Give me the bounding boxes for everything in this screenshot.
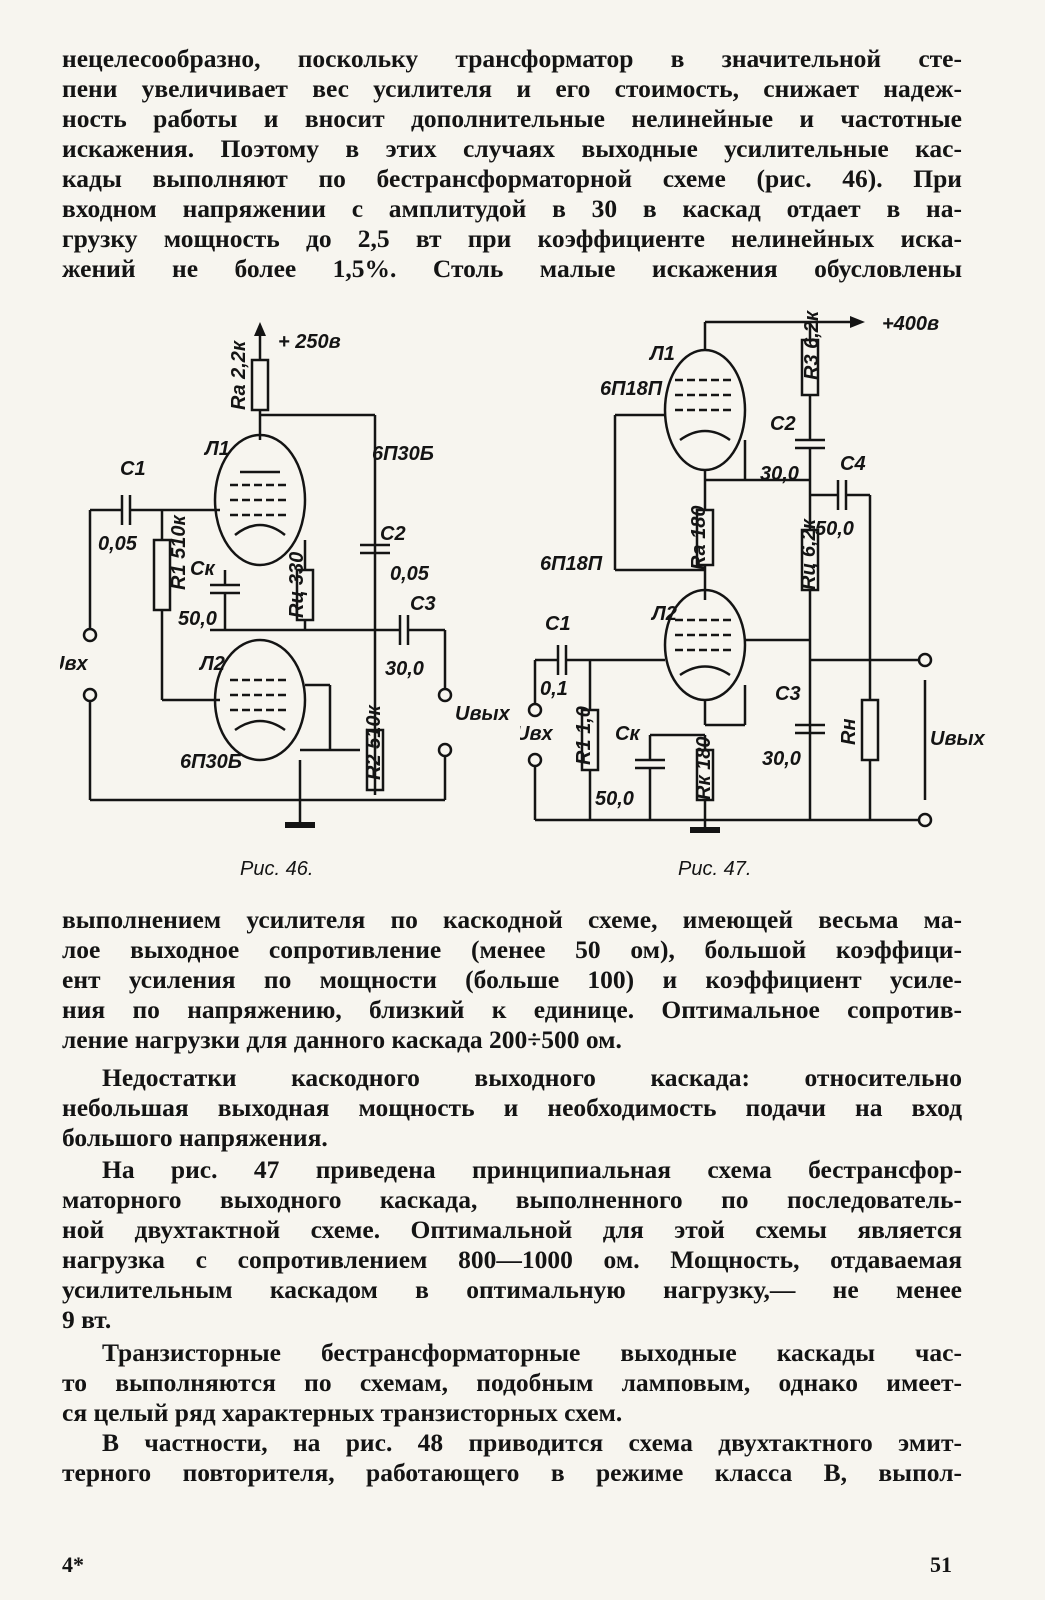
fig46-c1-label: C1 [120,458,146,480]
fig47-c2-val: 30,0 [760,463,799,485]
fig47-r1-label: R1 1,0 [573,706,595,765]
fig46-ra-label: Rа 2,2к [228,340,250,410]
fig46-l2-label: Л2 [198,653,225,675]
fig46-uin-label: Uвх [60,653,89,675]
text-line: маторного выходного каскада, выполненног… [62,1185,962,1214]
paragraph-6: В частности, на рис. 48 приводится схема… [62,1428,962,1488]
fig47-r3-label: R3 6,2к [801,310,823,380]
text-line: пени увеличивает вес усилителя и его сто… [62,74,962,103]
text-line: нагрузка с сопротивлением 800—1000 ом. М… [62,1245,962,1274]
text-line: выполнением усилителя по каскодной схеме… [62,905,962,934]
paragraph-1: нецелесообразно, поскольку трансформатор… [62,44,962,284]
text-line: искажения. Поэтому в этих случаях выходн… [62,134,962,163]
page-signature-mark: 4* [62,1552,84,1577]
text-line: грузку мощность до 2,5 вт при коэффициен… [62,224,962,253]
fig47-tube1-label: 6П18П [600,378,663,400]
fig46-r1-label: R1 510к [168,515,190,590]
fig46-tube2-label: 6П30Б [180,751,242,773]
fig46-c3-label: C3 [410,593,436,615]
fig46-l1-label: Л1 [203,438,230,460]
figure-47-schematic: +400в Л1 6П18П R3 6,2к C2 30,0 C4 50,0 R… [520,310,986,833]
text-line: терного повторителя, работающего в режим… [62,1458,962,1487]
fig46-c1-val: 0,05 [98,533,138,555]
figure-46-schematic: + 250в Rа 2,2к Л1 6П30Б C1 0,05 R1 510к … [60,322,510,828]
text-line: входном напряжении с амплитудой в 30 в к… [62,194,962,223]
fig46-uout-label: Uвых [455,703,510,725]
fig47-c1-val: 0,1 [540,678,568,700]
text-line: нецелесообразно, поскольку трансформатор… [62,44,962,73]
fig46-tube1-label: 6П30Б [372,443,434,465]
fig46-c2-label: C2 [380,523,406,545]
fig47-c3-val: 30,0 [762,748,801,770]
fig47-tube2-label: 6П18П [540,553,603,575]
fig47-ck-label: Cк [615,723,640,745]
paragraph-3: Недостатки каскодного выходного каскада:… [62,1063,962,1153]
fig47-l1-label: Л1 [648,343,675,365]
fig47-r4-label: Rц 6,2к [798,518,820,590]
text-line: усилительным каскадом в оптимальную нагр… [62,1275,962,1304]
page-number: 51 [930,1552,952,1577]
fig47-ra-label: Rа 180 [688,506,710,571]
fig47-uin-label: Uвх [520,723,554,745]
text-line: В частности, на рис. 48 приводится схема… [102,1428,962,1457]
fig47-c4-val: 50,0 [815,518,854,540]
text-line: ление нагрузки для данного каскада 200÷5… [62,1025,622,1054]
text-line: ния по напряжению, близкий к единице. Оп… [62,995,962,1024]
fig46-rc-label: Rц 330 [286,552,308,618]
fig47-c4-label: C4 [840,453,866,475]
fig47-l2-label: Л2 [650,603,677,625]
text-line: 9 вт. [62,1305,112,1334]
figure-47-caption: Рис. 47. [678,858,752,880]
fig46-c2-val: 0,05 [390,563,430,585]
text-line: Транзисторные бестрансформаторные выходн… [102,1338,962,1367]
fig47-uout-label: Uвых [930,728,986,750]
text-line: ент усиления по мощности (больше 100) и … [62,965,962,994]
fig47-ck-val: 50,0 [595,788,634,810]
fig46-c3-val: 30,0 [385,658,424,680]
fig46-ck-label: Cк [190,558,215,580]
fig47-c2-label: C2 [770,413,796,435]
text-line: Недостатки каскодного выходного каскада:… [102,1063,962,1092]
paragraph-2: выполнением усилителя по каскодной схеме… [62,905,962,1055]
text-line: большого напряжения. [62,1123,328,1152]
fig47-c3-label: C3 [775,683,801,705]
fig46-supply-label: + 250в [278,331,341,353]
figure-46-caption: Рис. 46. [240,858,314,880]
paragraph-5: Транзисторные бестрансформаторные выходн… [62,1338,962,1428]
fig47-supply-label: +400в [882,313,939,335]
text-line: жений не более 1,5%. Столь малые искажен… [62,254,962,283]
fig47-rk-label: Rк 180 [693,736,715,800]
fig46-ck-val: 50,0 [178,608,217,630]
text-line: ся целый ряд характерных транзисторных с… [62,1398,623,1427]
text-line: небольшая выходная мощность и необходимо… [62,1093,962,1122]
text-line: ность работы и вносит дополнительные нел… [62,104,962,133]
text-line: ной двухтактной схеме. Оптимальной для э… [62,1215,962,1244]
paragraph-4: На рис. 47 приведена принципиальная схем… [62,1155,962,1335]
text-line: кады выполняют по бестрансформаторной сх… [62,164,962,193]
fig47-rn-label: Rн [838,718,860,745]
text-line: то выполняются по схемам, подобным лампо… [62,1368,962,1397]
fig47-c1-label: C1 [545,613,571,635]
text-line: лое выходное сопротивление (менее 50 ом)… [62,935,962,964]
fig46-r2-label: R2 510к [363,705,385,780]
text-line: На рис. 47 приведена принципиальная схем… [102,1155,962,1184]
